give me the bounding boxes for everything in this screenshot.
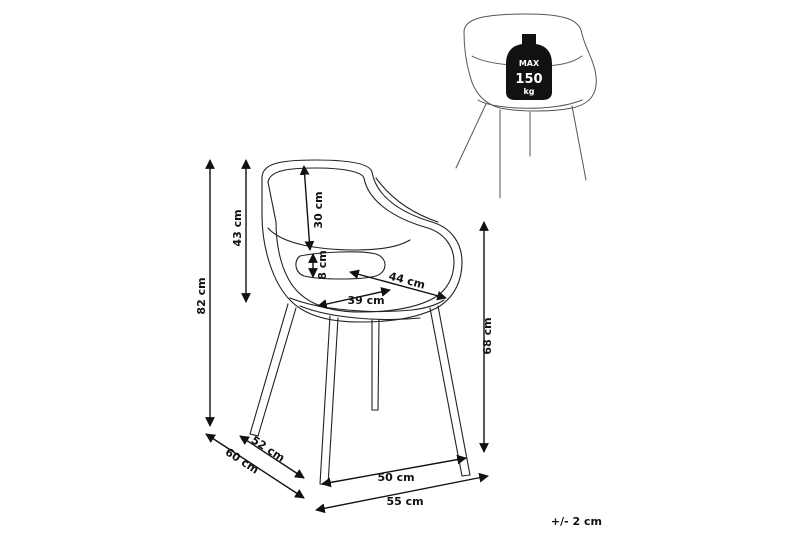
- weight-badge-unit: kg: [523, 87, 534, 96]
- opening-height-label: 8 cm: [316, 250, 329, 279]
- seat-depth-label: 44 cm: [387, 270, 426, 292]
- seat-height-label: 68 cm: [481, 317, 494, 354]
- seat-width-label: 39 cm: [347, 294, 384, 307]
- weight-badge-max: MAX: [519, 59, 540, 68]
- backrest-height-line: [299, 165, 315, 251]
- weight-badge-value: 150: [515, 72, 542, 87]
- seat-depth-line: [349, 269, 447, 301]
- dimension-lines: [205, 159, 489, 514]
- overall-depth-line: [205, 433, 305, 499]
- reference-chair-drawing: [455, 13, 597, 199]
- dimension-labels: 82 cm 43 cm 30 cm 8 cm 44 cm 39 cm 68 cm…: [195, 191, 602, 528]
- backrest-height-label: 30 cm: [312, 191, 325, 228]
- overall-height-label: 82 cm: [195, 277, 208, 314]
- seat-width-line: [317, 287, 391, 309]
- main-chair-drawing: [249, 159, 471, 486]
- overall-width-label: 55 cm: [386, 495, 423, 508]
- leg-width-label: 50 cm: [377, 471, 414, 484]
- overall-width-line: [315, 472, 489, 514]
- back-height-label: 43 cm: [231, 209, 244, 246]
- weight-capacity-badge: MAX 150 kg: [506, 34, 552, 100]
- tolerance-note: +/- 2 cm: [551, 515, 602, 528]
- leg-depth-label: 52 cm: [249, 434, 287, 465]
- overall-depth-label: 60 cm: [223, 446, 261, 477]
